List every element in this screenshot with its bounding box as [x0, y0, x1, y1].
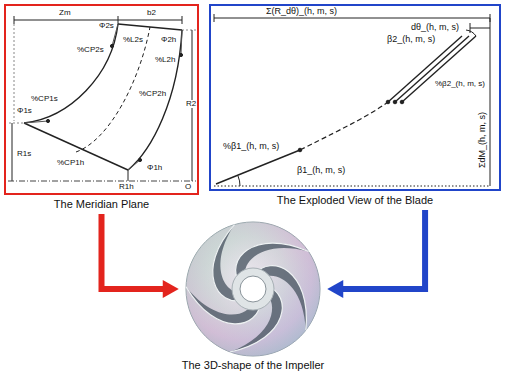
blade-line	[402, 36, 476, 102]
dimension-label: β2_(h, m, s)	[386, 35, 436, 44]
control-point	[179, 53, 182, 56]
hub-hole	[240, 276, 266, 302]
image-area	[183, 222, 323, 356]
dimension-label: Φ1h	[146, 164, 163, 172]
dimension-label: ΣdM_(h, m, s)	[478, 111, 487, 169]
arrow-head	[163, 280, 179, 298]
flow-arrow	[102, 214, 179, 298]
control-point	[386, 100, 390, 104]
dimension-label: Σ(R_dθ)_(h, m, s)	[265, 7, 338, 16]
dimension-line	[14, 20, 182, 21]
dimension-label: b2	[146, 9, 157, 17]
dimension-tick	[214, 14, 215, 22]
dimension-label: O	[184, 183, 192, 191]
tangent-line	[24, 121, 48, 123]
angle-arc	[238, 176, 240, 186]
dimension-label: R2	[185, 100, 197, 108]
control-point	[393, 100, 397, 104]
dimension-tick	[14, 16, 15, 24]
inlet-edge	[24, 123, 128, 170]
dimension-label: %CP2h	[138, 90, 167, 98]
extension-line	[9, 123, 24, 124]
dimension-line	[470, 28, 490, 29]
impeller-image	[186, 221, 322, 356]
tangent-line	[181, 30, 182, 55]
dimension-tick	[182, 16, 183, 24]
dimension-label: %β2_(h, m, s)	[434, 80, 486, 88]
control-point	[298, 148, 302, 152]
dimension-label: Zm	[58, 9, 72, 17]
dimension-label: R1s	[16, 150, 32, 158]
panel-frame	[209, 4, 501, 191]
blade-drawing	[214, 14, 490, 186]
arrow-head	[327, 280, 343, 298]
meridian-drawing	[8, 16, 196, 181]
panel-caption: The Exploded View of the Blade	[209, 194, 501, 207]
dimension-line	[12, 123, 13, 181]
dimension-label: Φ2s	[98, 22, 115, 30]
control-point	[46, 119, 49, 122]
dimension-tick	[118, 16, 119, 24]
dimension-label: Φ1s	[16, 107, 33, 115]
dimension-label: %L2s	[122, 36, 144, 44]
blade-curve	[216, 150, 300, 184]
hub-curve	[128, 30, 182, 170]
dimension-label: dθ_(h, m, s)	[410, 23, 460, 32]
impeller-blades	[186, 221, 322, 352]
control-point	[138, 158, 141, 161]
blade-line	[388, 36, 462, 102]
dimension-label: %L2h	[154, 56, 176, 64]
panel-caption: The 3D-shape of the Impeller	[179, 359, 327, 372]
dimension-label: %β1_(h, m, s)	[222, 142, 280, 151]
dimension-label: Φ2h	[160, 36, 177, 44]
baseline	[214, 186, 490, 187]
arrow-shaft	[102, 214, 165, 289]
axis-line	[8, 181, 196, 182]
shroud-curve	[24, 24, 118, 123]
extension-line	[14, 24, 15, 121]
dimension-label: R1h	[118, 183, 135, 191]
tangent-line	[128, 160, 140, 170]
blade-line	[395, 36, 469, 102]
dimension-line	[490, 18, 491, 186]
dimension-label: β1_(h, m, s)	[296, 166, 346, 175]
blade-curve-dashed	[300, 102, 388, 150]
panel-caption: The Meridian Plane	[4, 198, 199, 211]
flow-arrow	[327, 210, 425, 298]
blade-panel: The Exploded View of the Blade	[209, 4, 501, 207]
hub-ring	[232, 268, 274, 310]
extension-line	[182, 30, 196, 31]
control-point	[110, 44, 113, 47]
dimension-line	[214, 18, 490, 19]
impeller-node: The 3D-shape of the Impeller	[179, 222, 327, 372]
dimension-label: %CP1h	[56, 159, 85, 167]
control-point	[400, 100, 404, 104]
dimension-label: %CP2s	[76, 46, 105, 54]
angle-arc	[466, 30, 476, 36]
dimension-line	[128, 170, 129, 181]
dimension-label: %CP1s	[30, 95, 59, 103]
arrow-shaft	[341, 210, 425, 289]
